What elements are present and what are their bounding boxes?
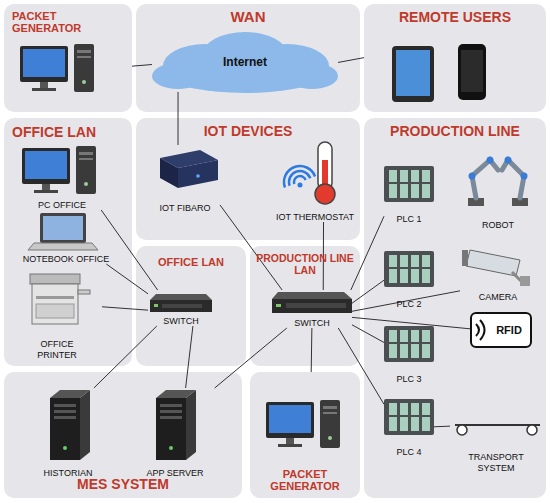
- device-node: RFID: [470, 312, 532, 348]
- panel-heading: OFFICE LAN: [136, 256, 246, 268]
- group-panel: OFFICE LAN PC OFFICE NOTEBOOK OFFICE OFFICE…: [4, 118, 132, 366]
- device-label: Internet: [223, 56, 267, 70]
- device-label: PLC 3: [396, 374, 421, 384]
- device-label: NOTEBOOK OFFICE: [23, 254, 110, 264]
- device-node: PLC 1: [384, 164, 434, 224]
- group-panel: PRODUCTION LINE PLC 1 ROBOT PLC 2 CAMERA RFID…: [364, 118, 546, 498]
- device-label: OFFICE PRINTER: [27, 339, 87, 360]
- device-node: SWITCH: [148, 290, 214, 326]
- device-label: PLC 2: [396, 299, 421, 309]
- device-node: APP SERVER: [130, 388, 220, 478]
- device-label: ROBOT: [482, 220, 514, 230]
- device-node: PC OFFICE: [12, 142, 112, 210]
- panel-heading: OFFICE LAN: [12, 125, 128, 140]
- group-panel: MES SYSTEMHISTORIAN APP SERVER: [4, 372, 242, 498]
- device-node: ROBOT: [460, 150, 536, 230]
- group-panel: WAN Internet: [136, 4, 360, 112]
- device-label: PLC 4: [396, 447, 421, 457]
- device-label: APP SERVER: [146, 468, 203, 478]
- panel-heading: MES SYSTEM: [4, 477, 242, 492]
- group-panel: OFFICE LAN SWITCH: [136, 246, 246, 366]
- device-node: PLC 4: [384, 397, 434, 457]
- device-label: SWITCH: [163, 316, 199, 326]
- device-label: TRANSPORT SYSTEM: [466, 452, 526, 473]
- group-panel: PACKET GENERATOR: [4, 4, 132, 112]
- device-node: CAMERA: [460, 240, 536, 302]
- group-panel: PACKET GENERATOR: [250, 372, 360, 498]
- device-label: IOT FIBARO: [160, 203, 211, 213]
- device-node: HISTORIAN: [30, 388, 106, 478]
- panel-heading: PACKET GENERATOR: [12, 10, 92, 34]
- device-label: CAMERA: [479, 292, 518, 302]
- device-node: Internet: [152, 34, 338, 92]
- panel-heading: PRODUCTION LINE: [364, 124, 546, 139]
- device-node: PLC 3: [384, 324, 434, 384]
- device-node: SWITCH: [272, 290, 352, 328]
- panel-heading: PACKET GENERATOR: [264, 468, 346, 492]
- device-node: IOT FIBARO: [150, 145, 220, 213]
- panel-heading: WAN: [136, 9, 360, 26]
- device-label: RFID: [496, 324, 522, 337]
- device-node: IOT THERMOSTAT: [272, 138, 358, 222]
- device-label: HISTORIAN: [44, 468, 93, 478]
- device-label: PLC 1: [396, 214, 421, 224]
- device-node: TRANSPORT SYSTEM: [450, 405, 542, 473]
- device-node: NOTEBOOK OFFICE: [10, 212, 122, 264]
- panel-heading: REMOTE USERS: [364, 10, 546, 25]
- group-panel: REMOTE USERS: [364, 4, 546, 112]
- device-label: IOT THERMOSTAT: [276, 212, 354, 222]
- device-label: SWITCH: [294, 318, 330, 328]
- group-panel: IOT DEVICES IOT FIBARO IOT THERMOSTAT: [136, 118, 360, 240]
- device-node: PLC 2: [384, 249, 434, 309]
- device-label: PC OFFICE: [38, 200, 86, 210]
- panel-heading: IOT DEVICES: [136, 124, 360, 139]
- group-panel: PRODUCTION LINE LAN SWITCH: [250, 246, 360, 366]
- device-node: OFFICE PRINTER: [12, 268, 102, 360]
- panel-heading: PRODUCTION LINE LAN: [254, 253, 356, 276]
